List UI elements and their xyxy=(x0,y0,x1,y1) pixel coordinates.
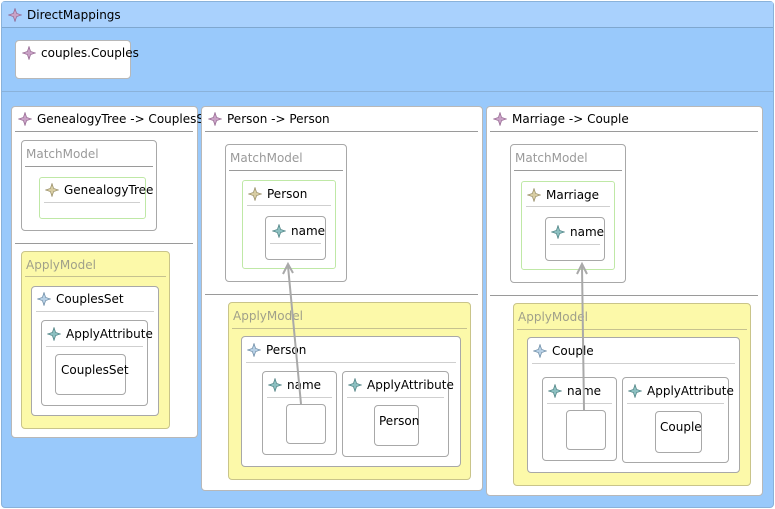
match-model-divider xyxy=(229,170,343,171)
apply-model-label: ApplyModel xyxy=(233,309,303,323)
apply-attr-value-slot[interactable] xyxy=(286,404,326,444)
match-attribute-title: name xyxy=(551,224,604,240)
rule-title: Marriage -> Couple xyxy=(493,111,629,127)
apply-attr-name-divider xyxy=(267,397,332,398)
match-element-title: GenealogyTree xyxy=(45,182,153,198)
apply-model-divider xyxy=(25,276,166,277)
apply-element-divider xyxy=(532,363,735,364)
apply-value-box[interactable] xyxy=(374,405,419,446)
apply-value-label: Couple xyxy=(660,420,702,434)
match-model-label: MatchModel xyxy=(230,151,303,165)
match-element-title: Marriage xyxy=(527,187,599,203)
rule-sparkle-icon xyxy=(8,8,22,22)
attribute-icon xyxy=(268,378,282,392)
apply-model-divider xyxy=(517,329,747,330)
match-model-label: MatchModel xyxy=(26,147,99,161)
match-model-label: MatchModel xyxy=(515,151,588,165)
match-element-icon xyxy=(45,183,59,197)
module-box[interactable] xyxy=(15,40,131,79)
apply-element-icon xyxy=(247,343,261,357)
section-divider xyxy=(2,91,773,92)
rule-sparkle-icon xyxy=(208,112,222,126)
match-model-divider xyxy=(514,170,622,171)
apply-attribute-divider xyxy=(46,346,143,347)
match-model-divider xyxy=(25,166,153,167)
apply-attribute-title: ApplyAttribute xyxy=(47,326,153,342)
module-title: couples.Couples xyxy=(22,45,139,61)
attribute-icon xyxy=(272,224,286,238)
attribute-icon xyxy=(548,384,562,398)
direct-mappings-header xyxy=(2,2,773,28)
apply-attr-name-title: name xyxy=(548,383,601,399)
apply-attr-name-title: name xyxy=(268,377,321,393)
rule-sparkle-icon xyxy=(18,112,32,126)
match-attribute-title: name xyxy=(272,223,325,239)
match-element-icon xyxy=(248,187,262,201)
match-element-title: Person xyxy=(248,186,307,202)
apply-element-icon xyxy=(37,292,51,306)
apply-attribute-title: ApplyAttribute xyxy=(628,383,734,399)
rule-section-divider xyxy=(490,295,758,296)
apply-attribute-divider xyxy=(627,403,724,404)
apply-value-label: Person xyxy=(379,414,420,428)
match-element-icon xyxy=(527,188,541,202)
match-attribute-box[interactable] xyxy=(545,217,605,261)
apply-element-divider xyxy=(36,311,154,312)
apply-element-title: Couple xyxy=(533,343,594,359)
direct-mappings-title[interactable]: DirectMappings xyxy=(8,7,121,23)
module-icon xyxy=(22,46,36,60)
match-element-divider xyxy=(44,202,140,203)
match-element-divider xyxy=(526,206,610,207)
apply-attr-name-divider xyxy=(547,403,612,404)
rule-title-divider xyxy=(205,131,478,132)
attribute-icon xyxy=(47,327,61,341)
attribute-icon xyxy=(348,378,362,392)
rule-section-divider xyxy=(15,243,193,244)
apply-attribute-divider xyxy=(347,397,444,398)
apply-element-divider xyxy=(246,362,456,363)
rule-sparkle-icon xyxy=(493,112,507,126)
apply-attribute-title: ApplyAttribute xyxy=(348,377,454,393)
apply-element-title: Person xyxy=(247,342,306,358)
attribute-icon xyxy=(551,225,565,239)
apply-model-label: ApplyModel xyxy=(518,310,588,324)
apply-attr-value-slot[interactable] xyxy=(566,410,606,450)
match-attribute-divider xyxy=(270,243,321,244)
attribute-icon xyxy=(628,384,642,398)
rule-title-divider xyxy=(490,131,758,132)
apply-model-label: ApplyModel xyxy=(26,258,96,272)
match-element-divider xyxy=(247,205,331,206)
apply-element-icon xyxy=(533,344,547,358)
apply-value-box[interactable] xyxy=(655,411,702,453)
apply-element-title: CouplesSet xyxy=(37,291,124,307)
match-element-box[interactable] xyxy=(39,177,146,219)
apply-value-label: CouplesSet xyxy=(61,363,129,377)
apply-model-divider xyxy=(232,328,467,329)
rule-title: GenealogyTree -> CouplesSet xyxy=(18,111,216,127)
rule-section-divider xyxy=(205,294,478,295)
apply-value-box[interactable] xyxy=(55,354,126,395)
rule-title: Person -> Person xyxy=(208,111,330,127)
match-attribute-divider xyxy=(550,244,600,245)
rule-title-divider xyxy=(15,131,193,132)
match-attribute-box[interactable] xyxy=(265,216,326,260)
